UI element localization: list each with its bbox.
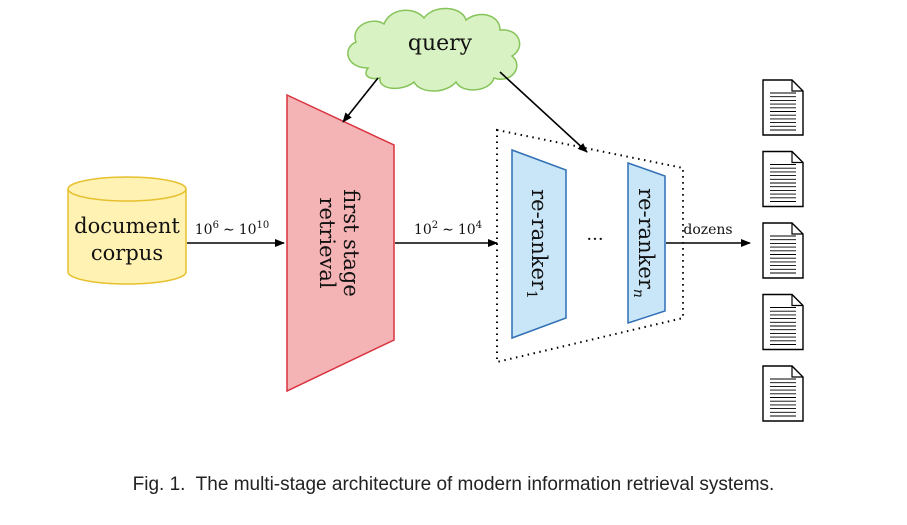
reranker-n-shape: [627, 161, 666, 325]
document-icon: [762, 150, 804, 208]
corpus-cylinder-top: [67, 176, 187, 202]
arrow-query-to-rerankers: [499, 71, 588, 153]
reranking-stage-boundary: [496, 128, 684, 364]
query-label: query: [408, 31, 473, 56]
edge-label-corpus-count: 106∼1010: [195, 220, 270, 238]
reranker-1-label: re-ranker1: [523, 189, 551, 299]
output-count-label: dozens: [683, 222, 732, 238]
figure-caption: Fig. 1. The multi-stage architecture of …: [0, 474, 907, 496]
document-icon: [762, 365, 804, 422]
document-icon: [762, 79, 804, 136]
reranker-n: re-rankern: [627, 161, 666, 325]
reranker-n-label: re-rankern: [630, 188, 658, 298]
edge-label-candidate-count: 102∼104: [414, 220, 482, 238]
caption-label: Fig. 1.: [132, 474, 186, 495]
document-corpus: document corpus: [67, 176, 187, 285]
reranker-ellipsis: ···: [586, 229, 603, 250]
first-stage-retrieval: first stage retrieval: [286, 93, 395, 393]
reranker-1-shape: [511, 148, 567, 340]
corpus-cylinder-body: [67, 189, 187, 285]
document-icon: [762, 222, 804, 279]
corpus-label-line1: document: [74, 214, 180, 238]
first-stage-label-line1: first stage: [339, 189, 363, 297]
reranker-1: re-ranker1: [511, 148, 567, 340]
first-stage-shape: [286, 93, 395, 393]
document-icon: [762, 293, 804, 351]
arrow-query-to-first-stage: [342, 77, 379, 123]
first-stage-label-line2: retrieval: [315, 197, 339, 288]
corpus-label-line2: corpus: [91, 241, 163, 265]
output-documents: [762, 79, 804, 422]
query-cloud: query: [347, 7, 521, 92]
cloud-shape: [347, 7, 521, 92]
caption-text: The multi-stage architecture of modern i…: [195, 474, 775, 495]
